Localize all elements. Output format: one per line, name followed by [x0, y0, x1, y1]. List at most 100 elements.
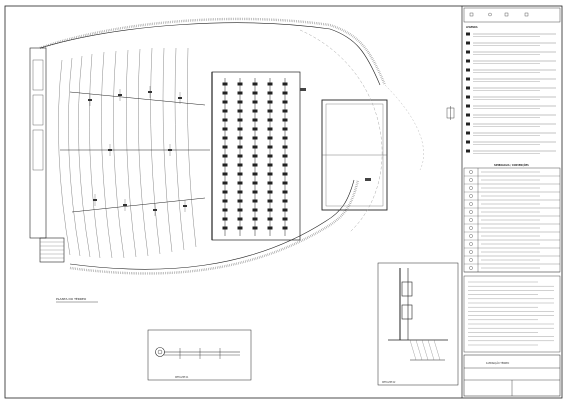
legend-bullet-icon	[466, 95, 470, 99]
luminaire-icon	[222, 145, 228, 149]
luminaire-icon	[267, 172, 273, 176]
luminaire-icon	[267, 100, 273, 104]
luminaire-icon	[282, 181, 288, 185]
luminaire-icon	[237, 199, 243, 203]
luminaire-icon	[237, 208, 243, 212]
luminaire-icon	[222, 109, 228, 113]
luminaire-icon	[222, 172, 228, 176]
convention-symbol-icon	[469, 194, 473, 198]
luminaire-icon	[267, 226, 273, 230]
luminaire-icon	[252, 145, 258, 149]
luminaire-icon	[252, 199, 258, 203]
luminaire-icon	[237, 226, 243, 230]
legend-bullet-icon	[466, 68, 470, 72]
main-plan-caption: PLANTA DO TÉRREO	[56, 296, 87, 301]
luminaire-icon	[222, 91, 228, 95]
luminaire-icon	[267, 217, 273, 221]
luminaire-icon	[237, 118, 243, 122]
detail-left-luminaire-icon	[155, 347, 165, 357]
legend-bullet-icon	[466, 59, 470, 63]
luminaire-icon	[267, 136, 273, 140]
detail-right-frame	[377, 262, 459, 386]
north-arrow-icon	[446, 106, 455, 120]
luminaire-icon	[222, 154, 228, 158]
luminaire-icon	[282, 172, 288, 176]
service-room-2	[32, 94, 44, 126]
convention-symbol-icon	[469, 234, 473, 238]
luminaire-icon	[237, 82, 243, 86]
luminaire-icon	[282, 208, 288, 212]
luminaire-icon	[237, 217, 243, 221]
service-room-1	[32, 59, 44, 91]
sheet-border	[4, 5, 563, 399]
luminaire-icon	[237, 145, 243, 149]
legend-bullet-icon	[466, 122, 470, 126]
detail-right-fixture-1	[401, 281, 413, 297]
luminaire-icon	[267, 82, 273, 86]
convention-symbol-icon	[469, 250, 473, 254]
luminaire-icon	[222, 199, 228, 203]
luminaire-icon	[282, 100, 288, 104]
luminaire-icon	[252, 118, 258, 122]
luminaire-icon	[222, 217, 228, 221]
luminaire-icon	[267, 199, 273, 203]
luminaire-icon	[237, 127, 243, 131]
luminaire-icon	[237, 100, 243, 104]
aisle-lines	[60, 91, 210, 213]
envelope-top-line	[39, 22, 381, 86]
convention-symbol-icon	[469, 210, 473, 214]
luminaire-icon	[252, 172, 258, 176]
conventions-rows	[464, 170, 560, 273]
convention-symbol-icon	[469, 242, 473, 246]
luminaire-icon	[252, 109, 258, 113]
legend-bullet-icon	[466, 41, 470, 45]
detail-left-frame	[147, 329, 252, 381]
luminaire-icon	[237, 181, 243, 185]
luminaire-icon	[282, 145, 288, 149]
detail-right-fixture-2	[401, 304, 413, 320]
luminaire-icon	[252, 136, 258, 140]
luminaire-icon	[222, 127, 228, 131]
notes-lines	[468, 281, 554, 346]
luminaire-icon	[222, 82, 228, 86]
luminaire-icon	[282, 118, 288, 122]
convention-symbol-icon	[469, 218, 473, 222]
detail-right	[377, 262, 459, 386]
legend-bullet-icon	[466, 32, 470, 36]
luminaire-icon	[282, 82, 288, 86]
seating-rows	[58, 47, 197, 259]
luminaire-icon	[282, 136, 288, 140]
luminaire-icon	[222, 163, 228, 167]
luminaire-icon	[252, 154, 258, 158]
luminaire-icon	[252, 127, 258, 131]
luminaire-icon	[222, 100, 228, 104]
legend-heading: LEGENDA	[466, 26, 478, 29]
luminaire-icon	[222, 226, 228, 230]
luminaire-icon	[252, 163, 258, 167]
convention-symbol-icon	[469, 170, 473, 174]
detail-right-caption: DETALHE 02	[382, 381, 396, 384]
service-block	[29, 47, 47, 239]
luminaire-icon	[222, 136, 228, 140]
convention-symbol-icon	[469, 186, 473, 190]
legend-bullet-icon	[466, 131, 470, 135]
luminaire-icon	[282, 217, 288, 221]
luminaire-icon	[282, 226, 288, 230]
detail-left	[147, 329, 252, 381]
luminaire-icon	[222, 208, 228, 212]
luminaire-icon	[267, 181, 273, 185]
luminaire-icon	[237, 172, 243, 176]
luminaire-icon	[267, 109, 273, 113]
luminaire-icon	[267, 208, 273, 212]
luminaire-icon	[282, 154, 288, 158]
luminaire-grid	[88, 78, 288, 236]
luminaire-icon	[252, 82, 258, 86]
luminaire-icon	[267, 190, 273, 194]
luminaire-icon	[252, 100, 258, 104]
luminaire-icon	[267, 118, 273, 122]
main-plan	[29, 17, 455, 275]
luminaire-icon	[237, 190, 243, 194]
legend-bullet-icon	[466, 77, 470, 81]
luminaire-icon	[267, 145, 273, 149]
